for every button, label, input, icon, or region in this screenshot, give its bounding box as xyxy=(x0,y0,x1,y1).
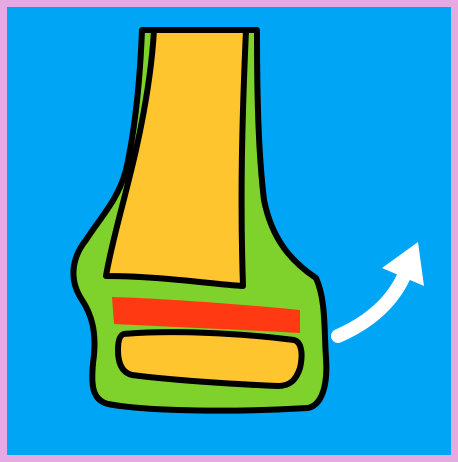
bone-epiphysis xyxy=(118,332,302,386)
